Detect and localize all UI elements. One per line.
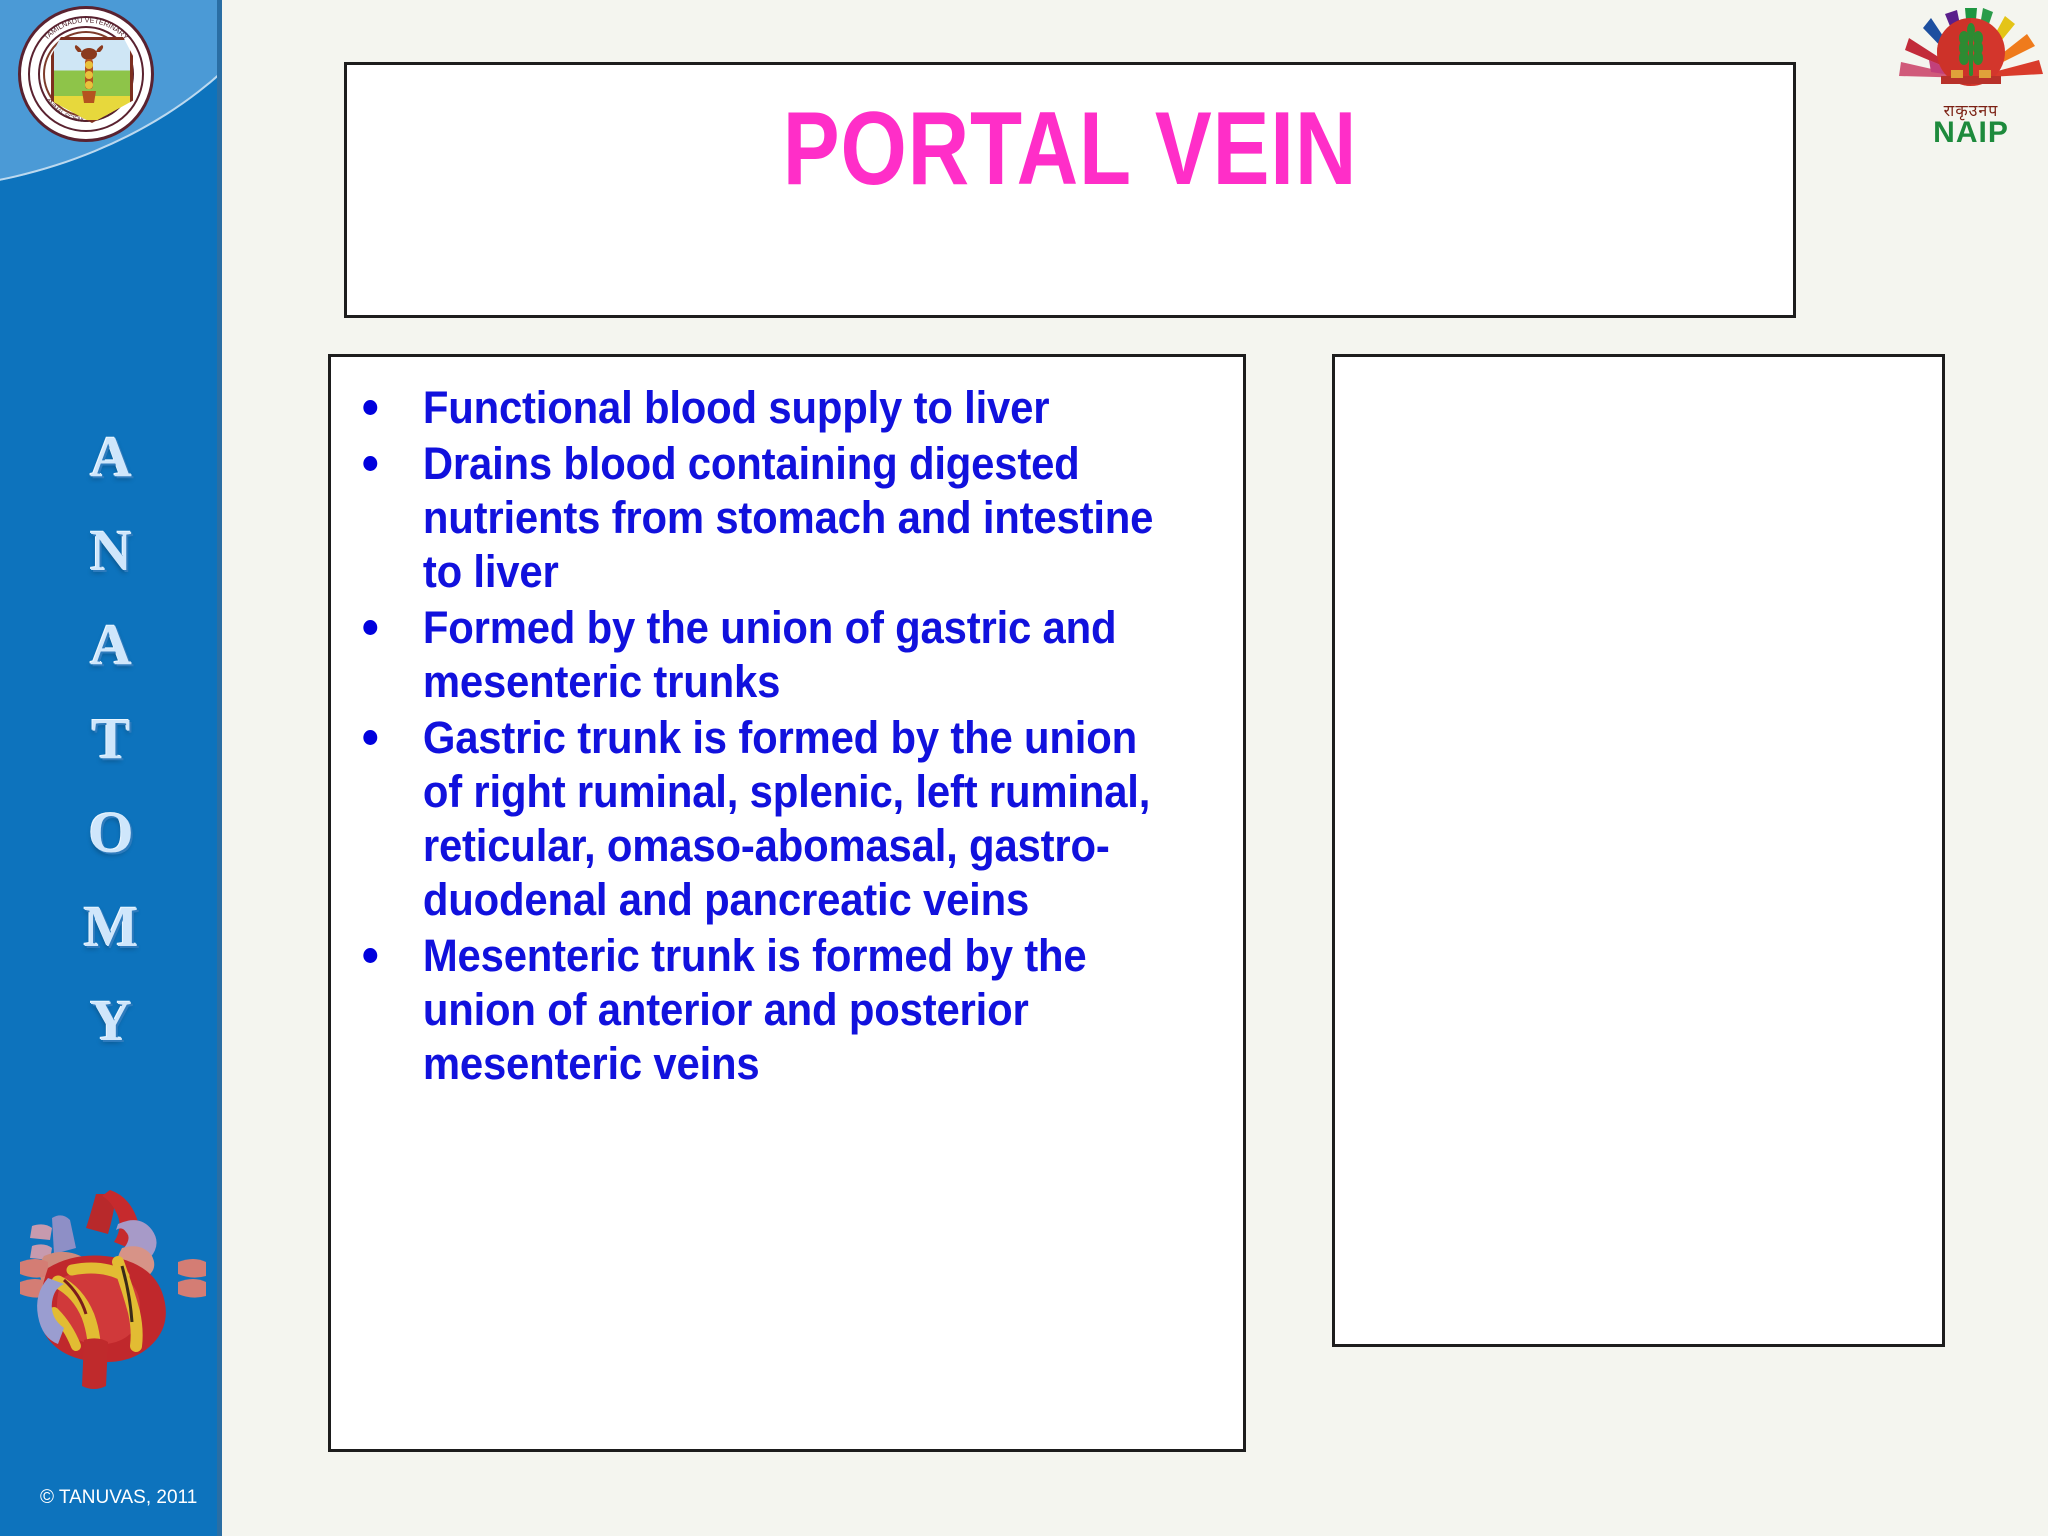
anatomical-heart-icon bbox=[20, 1190, 206, 1389]
slide-title-box: PORTAL VEIN bbox=[344, 62, 1796, 318]
left-sidebar: TAMILNADU VETERINARY ANIMAL SCIENCES UNI… bbox=[0, 0, 222, 1536]
page-title: PORTAL VEIN bbox=[782, 91, 1358, 207]
list-item: Formed by the union of gastric and mesen… bbox=[341, 601, 1167, 709]
anatomy-letter: A bbox=[90, 424, 132, 489]
bullet-text: Functional blood supply to liver bbox=[422, 382, 1050, 433]
anatomy-letter: A bbox=[90, 612, 132, 677]
anatomy-letter: Y bbox=[90, 988, 132, 1053]
copyright-notice: © TANUVAS, 2011 bbox=[40, 1487, 198, 1508]
seal-ring-outer bbox=[28, 16, 144, 132]
bullet-text: Mesenteric trunk is formed by the union … bbox=[422, 930, 1087, 1089]
content-text-box: Functional blood supply to liver Drains … bbox=[328, 354, 1246, 1452]
sidebar-subject-title: A N A T O M Y bbox=[0, 410, 222, 1068]
bullet-dot-icon bbox=[363, 620, 378, 635]
anatomy-letter: O bbox=[88, 800, 134, 865]
naip-hindi-text: राकृउनप bbox=[1943, 103, 1999, 120]
image-placeholder-box bbox=[1332, 354, 1945, 1347]
bullet-text: Formed by the union of gastric and mesen… bbox=[422, 602, 1117, 707]
anatomy-letter: T bbox=[91, 706, 131, 771]
anatomy-letter: N bbox=[90, 518, 132, 583]
bullet-dot-icon bbox=[363, 456, 378, 471]
list-item: Gastric trunk is formed by the union of … bbox=[341, 711, 1167, 927]
sidebar-right-edge bbox=[217, 0, 222, 1536]
seal-bull-icon bbox=[74, 45, 104, 103]
bullet-text: Gastric trunk is formed by the union of … bbox=[422, 712, 1151, 925]
bullet-dot-icon bbox=[363, 730, 378, 745]
list-item: Mesenteric trunk is formed by the union … bbox=[341, 929, 1167, 1091]
bullet-dot-icon bbox=[363, 948, 378, 963]
list-item: Functional blood supply to liver bbox=[341, 381, 1167, 435]
bullet-list: Functional blood supply to liver Drains … bbox=[331, 357, 1243, 1091]
bullet-dot-icon bbox=[363, 400, 378, 415]
naip-logo: राकृउनप NAIP bbox=[1895, 4, 2047, 150]
naip-sunburst-icon bbox=[1899, 8, 2043, 86]
bullet-text: Drains blood containing digested nutrien… bbox=[422, 438, 1154, 597]
tanuvas-seal-logo: TAMILNADU VETERINARY ANIMAL SCIENCES UNI… bbox=[18, 6, 154, 142]
list-item: Drains blood containing digested nutrien… bbox=[341, 437, 1167, 599]
anatomy-letter: M bbox=[83, 894, 139, 959]
naip-label: NAIP bbox=[1933, 116, 2009, 149]
